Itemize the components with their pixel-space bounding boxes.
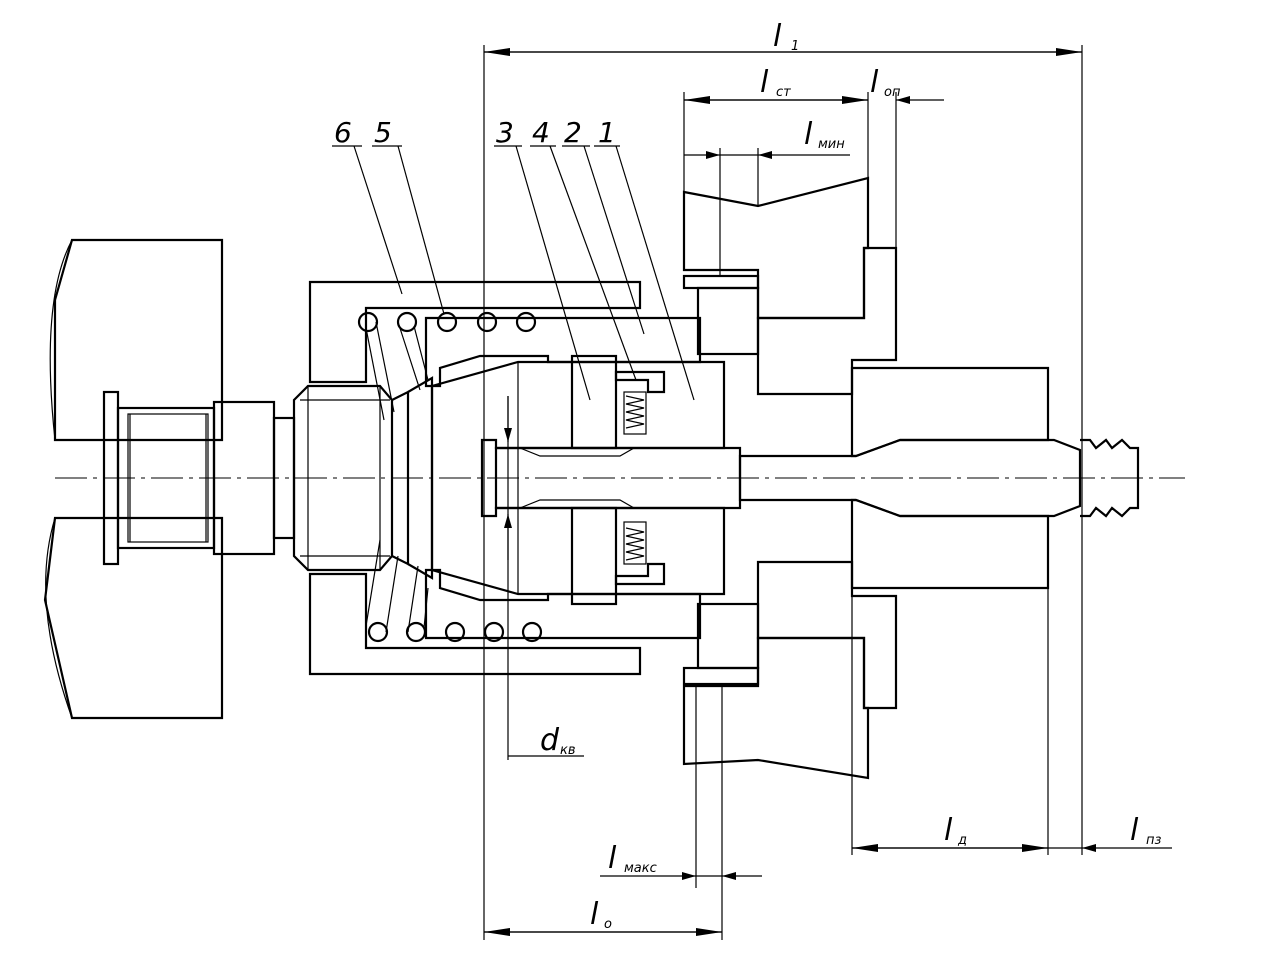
- label-lpz-main: l: [1130, 813, 1139, 848]
- label-l0-main: l: [590, 897, 599, 932]
- label-lop-sub: оп: [884, 85, 901, 100]
- dimension-lmaks: l макс: [600, 841, 762, 880]
- label-lpz-sub: пз: [1146, 833, 1161, 848]
- dimension-ld: l д: [852, 813, 1048, 852]
- dimension-lst: l ст: [684, 65, 868, 104]
- label-lst-main: l: [760, 65, 769, 100]
- label-l0-sub: о: [604, 917, 612, 932]
- label-dkv-main: d: [540, 723, 560, 758]
- dimension-l1: l 1: [484, 19, 1082, 56]
- callout-4: 4: [532, 116, 550, 149]
- label-ld-main: l: [944, 813, 953, 848]
- guide-bushing: [682, 274, 760, 686]
- label-lop-main: l: [870, 65, 879, 100]
- label-l1-sub: 1: [791, 39, 799, 54]
- callout-3: 3: [496, 116, 514, 149]
- label-l1-main: l: [773, 19, 782, 54]
- conductor-bushing: [850, 366, 1050, 590]
- label-dkv-sub: кв: [560, 743, 576, 758]
- dimension-lop: l оп: [870, 65, 944, 104]
- label-ld-sub: д: [957, 833, 967, 848]
- label-lst-sub: ст: [776, 85, 791, 100]
- dimension-lpz: l пз: [1048, 813, 1172, 852]
- part-3-nut: [570, 354, 618, 606]
- label-lmin-main: l: [804, 117, 813, 152]
- part-callouts: 6 5 3 4 2 1: [332, 116, 695, 401]
- dimension-dkv: d кв: [504, 396, 584, 758]
- part-6-housing: [308, 280, 642, 676]
- callout-5: 5: [374, 116, 392, 149]
- label-lmaks-main: l: [608, 841, 617, 876]
- dimension-lmin: l мин: [684, 117, 850, 159]
- dimension-l0: l о: [484, 897, 722, 936]
- callout-1: 1: [598, 116, 616, 149]
- machine-spindle-base: [43, 238, 224, 720]
- extension-lines: [483, 45, 1083, 940]
- callout-2: 2: [564, 116, 582, 149]
- part-4-bushing: [614, 370, 666, 586]
- callout-6: 6: [334, 116, 352, 149]
- label-lmaks-sub: макс: [624, 861, 657, 876]
- label-lmin-sub: мин: [818, 137, 845, 152]
